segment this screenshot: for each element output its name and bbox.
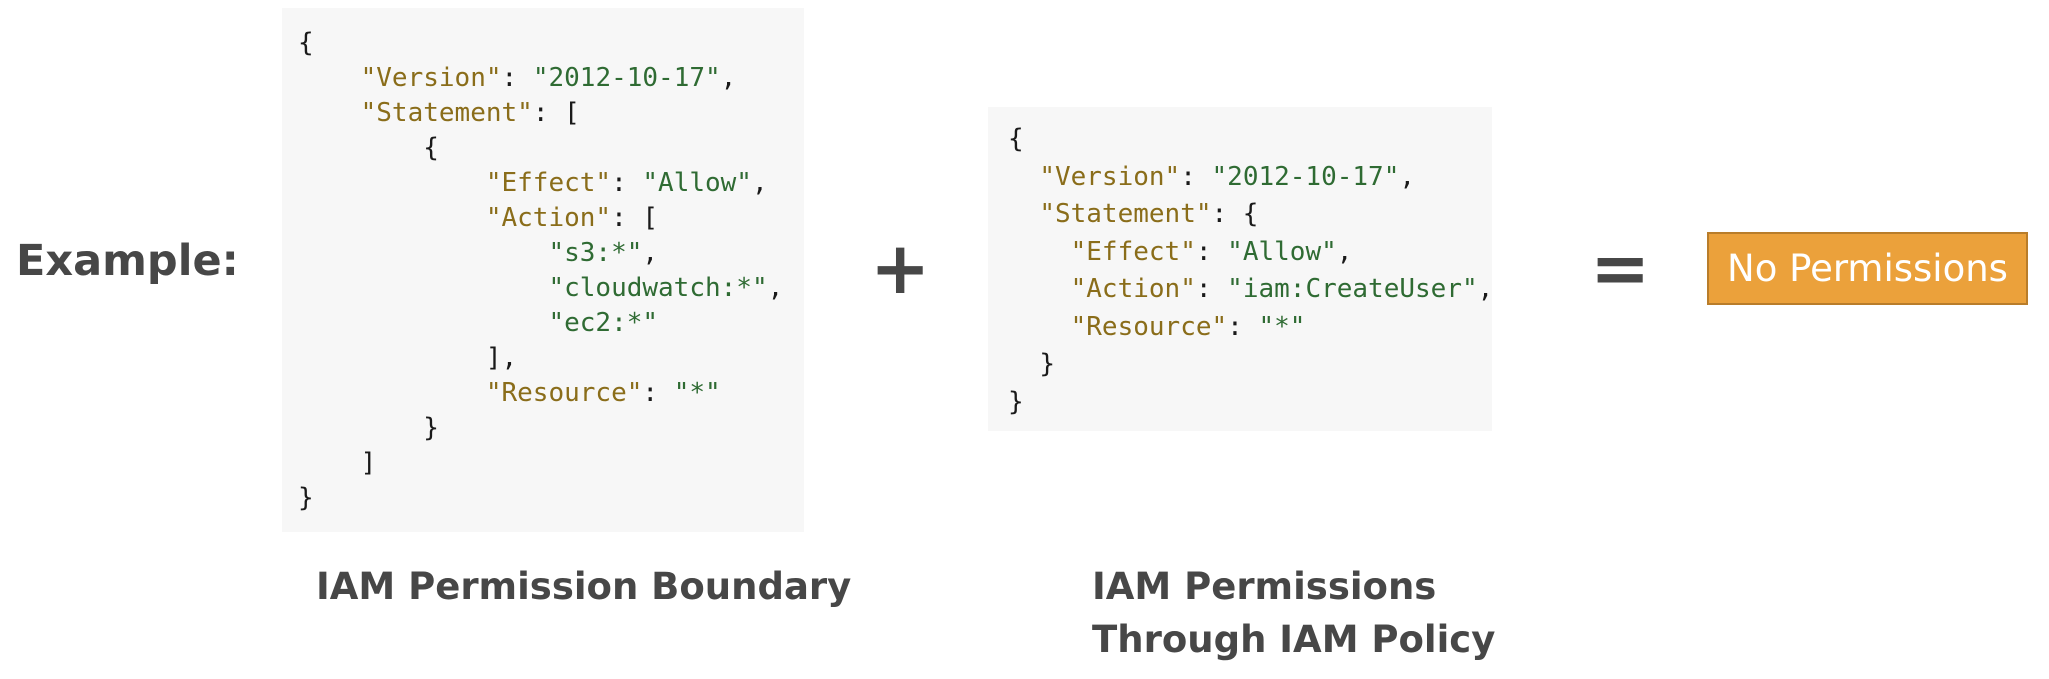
permission-boundary-caption: IAM Permission Boundary [316, 565, 852, 608]
code-indent [298, 378, 486, 408]
iam-policy-caption-line-1: IAM Permissions [1092, 565, 1437, 608]
json-punctuation: } [298, 483, 314, 513]
json-string: "ec2:*" [548, 308, 659, 338]
code-indent [298, 63, 361, 93]
json-punctuation: : [1195, 236, 1228, 267]
permission-boundary-code-block: { "Version": "2012-10-17", "Statement": … [282, 8, 804, 532]
code-line: { [298, 26, 804, 61]
json-string: "Allow" [1227, 236, 1337, 267]
json-punctuation: ] [360, 448, 377, 478]
json-punctuation: , [1399, 161, 1416, 192]
example-label: Example: [16, 236, 239, 286]
json-key: "Effect" [1070, 236, 1196, 267]
json-punctuation: : [501, 63, 533, 93]
json-punctuation: , [720, 63, 737, 93]
code-line: } [298, 481, 804, 516]
code-indent [298, 168, 486, 198]
code-line: ] [298, 446, 804, 481]
json-punctuation: , [751, 168, 768, 198]
json-key: "Version" [1039, 161, 1181, 192]
json-punctuation: { [423, 133, 439, 163]
json-punctuation: ], [485, 343, 518, 373]
json-punctuation: : [642, 378, 674, 408]
code-line: { [1008, 121, 1492, 159]
iam-policy-caption: IAM Permissions Through IAM Policy [1092, 560, 1495, 666]
json-punctuation: , [1477, 274, 1494, 304]
code-indent [1008, 162, 1039, 192]
code-line: "cloudwatch:*", [298, 271, 804, 306]
json-string: "cloudwatch:*" [548, 273, 768, 303]
iam-policy-code-block: { "Version": "2012-10-17", "Statement": … [988, 107, 1494, 431]
code-line: "Effect": "Allow", [1008, 234, 1492, 272]
code-line: } [1008, 346, 1492, 384]
json-key: "Action" [1070, 274, 1196, 304]
json-string: "2012-10-17" [532, 63, 721, 93]
code-line: } [1008, 384, 1492, 422]
json-key: "Resource" [485, 378, 643, 408]
json-punctuation: , [767, 273, 784, 303]
json-string: "*" [673, 378, 721, 408]
code-indent [298, 343, 486, 373]
json-punctuation: } [423, 413, 439, 443]
code-line: "Version": "2012-10-17", [298, 61, 804, 96]
json-punctuation: , [642, 238, 659, 268]
json-string: "iam:CreateUser" [1227, 274, 1478, 304]
code-line: ], [298, 341, 804, 376]
json-key: "Action" [485, 203, 612, 233]
json-punctuation: { [1008, 124, 1024, 154]
json-punctuation: : [611, 168, 643, 198]
code-indent [298, 308, 548, 338]
iam-policy-caption-line-2: Through IAM Policy [1092, 618, 1496, 661]
json-string: "*" [1258, 311, 1306, 342]
code-indent [1008, 237, 1071, 267]
code-indent [298, 448, 361, 478]
code-line: "Effect": "Allow", [298, 166, 804, 201]
result-label: No Permissions [1727, 247, 2008, 290]
json-string: "Allow" [642, 168, 752, 198]
code-indent [298, 273, 548, 303]
code-indent [298, 98, 361, 128]
json-key: "Version" [360, 63, 502, 93]
code-line: "Statement": [ [298, 96, 804, 131]
code-line: "Statement": { [1008, 196, 1492, 234]
json-punctuation: , [1336, 236, 1353, 267]
json-string: "2012-10-17" [1211, 161, 1400, 192]
json-punctuation: : [1195, 274, 1228, 304]
code-line: { [298, 131, 804, 166]
json-punctuation: } [1039, 349, 1055, 379]
code-line: "Resource": "*" [298, 376, 804, 411]
code-line: "ec2:*" [298, 306, 804, 341]
json-key: "Resource" [1070, 311, 1228, 342]
result-box: No Permissions [1707, 232, 2028, 305]
json-key: "Statement" [360, 98, 533, 128]
code-indent [298, 133, 423, 163]
json-punctuation: { [298, 28, 314, 58]
code-line: "Resource": "*" [1008, 309, 1492, 347]
plus-operator: + [870, 226, 931, 310]
json-string: "s3:*" [548, 238, 643, 268]
code-indent [1008, 274, 1071, 304]
json-punctuation: : [ [532, 98, 580, 128]
code-indent [298, 203, 486, 233]
json-punctuation: : [ [611, 203, 659, 233]
code-line: "Version": "2012-10-17", [1008, 159, 1492, 197]
code-indent [1008, 312, 1071, 342]
json-key: "Statement" [1039, 199, 1212, 229]
code-indent [298, 413, 423, 443]
code-indent [1008, 349, 1039, 379]
code-line: } [298, 411, 804, 446]
json-punctuation: : [1227, 311, 1259, 342]
json-punctuation: : { [1211, 199, 1259, 229]
code-line: "s3:*", [298, 236, 804, 271]
code-indent [1008, 199, 1039, 229]
json-punctuation: } [1008, 386, 1024, 417]
code-line: "Action": "iam:CreateUser", [1008, 271, 1494, 309]
json-key: "Effect" [485, 168, 612, 198]
code-indent [298, 238, 548, 268]
equals-operator: = [1590, 226, 1651, 310]
code-line: "Action": [ [298, 201, 804, 236]
json-punctuation: : [1180, 161, 1212, 192]
